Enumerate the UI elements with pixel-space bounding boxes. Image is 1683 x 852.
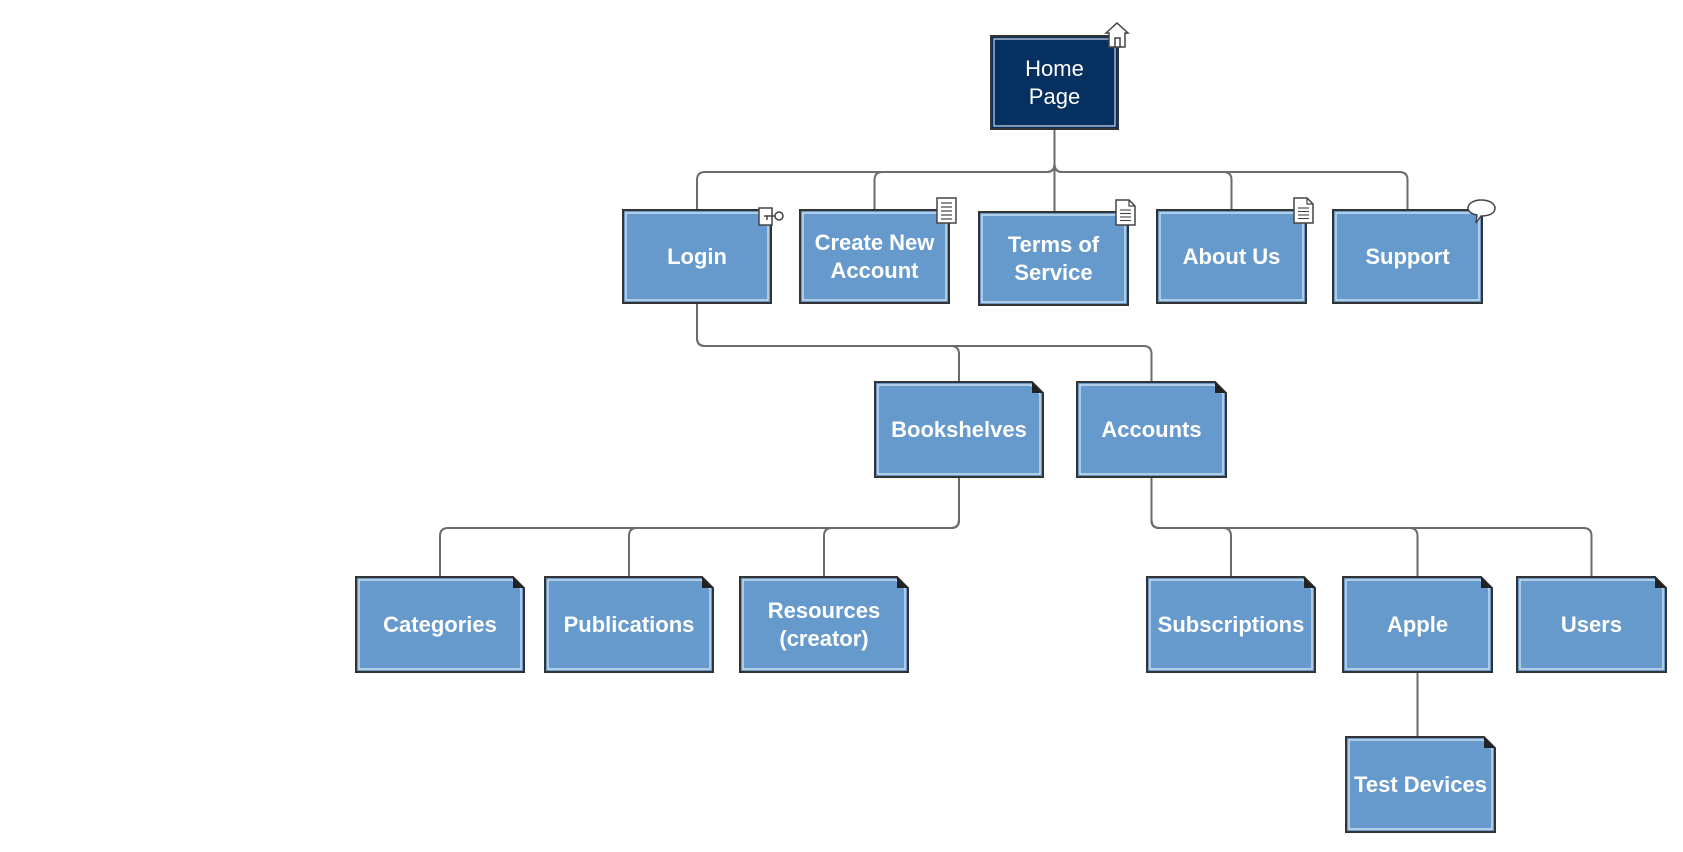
node-bookshelves[interactable]: Bookshelves	[874, 381, 1044, 478]
node-box	[1076, 381, 1227, 478]
node-inner-border	[1345, 579, 1490, 670]
node-about[interactable]: About Us	[1156, 197, 1314, 304]
node-categories[interactable]: Categories	[355, 576, 525, 673]
node-label: Support	[1365, 244, 1450, 269]
node-terms[interactable]: Terms of Service	[978, 199, 1136, 306]
node-label: Test Devices	[1354, 772, 1487, 797]
corner-fold	[1484, 737, 1495, 748]
speech-bubble-icon	[1467, 199, 1496, 224]
node-accounts[interactable]: Accounts	[1076, 381, 1227, 478]
node-inner-border	[1159, 212, 1304, 301]
connector-home-about	[1053, 129, 1233, 210]
corner-fold	[513, 577, 524, 588]
corner-fold	[897, 577, 908, 588]
connector-accounts-users	[1150, 477, 1593, 577]
node-label: Terms of	[1008, 232, 1100, 257]
document-icon	[1293, 197, 1314, 224]
node-inner-border	[547, 579, 711, 670]
node-box	[990, 35, 1119, 130]
node-box	[1345, 736, 1496, 833]
node-inner-border	[802, 212, 947, 301]
node-box	[355, 576, 525, 673]
node-inner-border	[1079, 384, 1224, 475]
corner-fold	[1655, 577, 1666, 588]
connector-login-accounts	[696, 303, 1153, 382]
node-box	[1146, 576, 1316, 673]
node-apple[interactable]: Apple	[1342, 576, 1493, 673]
node-inner-border	[625, 212, 769, 301]
corner-fold	[1215, 382, 1226, 393]
node-label: About Us	[1183, 244, 1281, 269]
node-inner-border	[742, 579, 906, 670]
connector-bookshelves-resources	[823, 477, 960, 577]
node-label: Bookshelves	[891, 417, 1027, 442]
node-subscriptions[interactable]: Subscriptions	[1146, 576, 1316, 673]
node-support[interactable]: Support	[1332, 199, 1496, 304]
node-box	[739, 576, 909, 673]
node-inner-border	[877, 384, 1041, 475]
node-label: Accounts	[1101, 417, 1201, 442]
node-box	[978, 211, 1129, 306]
corner-fold	[1304, 577, 1315, 588]
connector-home-create	[873, 129, 1056, 210]
node-inner-border	[1348, 739, 1493, 830]
corner-fold	[1481, 577, 1492, 588]
node-label: (creator)	[779, 626, 868, 651]
node-box	[874, 381, 1044, 478]
node-label: Login	[667, 244, 727, 269]
node-inner-border	[1335, 212, 1480, 301]
node-inner-border	[1149, 579, 1313, 670]
connector-login-bookshelves	[696, 303, 960, 382]
corner-fold	[1032, 382, 1043, 393]
node-box	[544, 576, 714, 673]
node-login[interactable]: Login	[622, 207, 784, 304]
node-box	[1156, 209, 1307, 304]
node-box	[1516, 576, 1667, 673]
node-label: Users	[1561, 612, 1622, 637]
node-publications[interactable]: Publications	[544, 576, 714, 673]
node-label: Service	[1014, 260, 1092, 285]
node-label: Subscriptions	[1158, 612, 1305, 637]
node-box	[1342, 576, 1493, 673]
node-label: Page	[1029, 84, 1080, 109]
node-box	[799, 209, 950, 304]
node-resources[interactable]: Resources (creator)	[739, 576, 909, 673]
key-icon	[758, 207, 784, 226]
node-label: Publications	[564, 612, 695, 637]
node-label: Account	[831, 258, 920, 283]
corner-fold	[702, 577, 713, 588]
node-box	[622, 209, 772, 304]
node-box	[1332, 209, 1483, 304]
node-label: Home	[1025, 56, 1084, 81]
node-label: Create New	[815, 230, 936, 255]
node-testdevices[interactable]: Test Devices	[1345, 736, 1496, 833]
house-icon	[1104, 21, 1130, 48]
node-label: Apple	[1387, 612, 1448, 637]
node-inner-border	[358, 579, 522, 670]
form-icon	[936, 197, 957, 224]
connectors	[439, 129, 1593, 737]
node-label: Categories	[383, 612, 497, 637]
document-icon	[1115, 199, 1136, 226]
node-inner-border	[1519, 579, 1664, 670]
connector-home-login	[696, 129, 1056, 210]
node-users[interactable]: Users	[1516, 576, 1667, 673]
node-label: Resources	[768, 598, 881, 623]
connector-home-support	[1053, 129, 1409, 210]
node-inner-border	[981, 214, 1126, 303]
node-inner-border	[993, 38, 1116, 127]
